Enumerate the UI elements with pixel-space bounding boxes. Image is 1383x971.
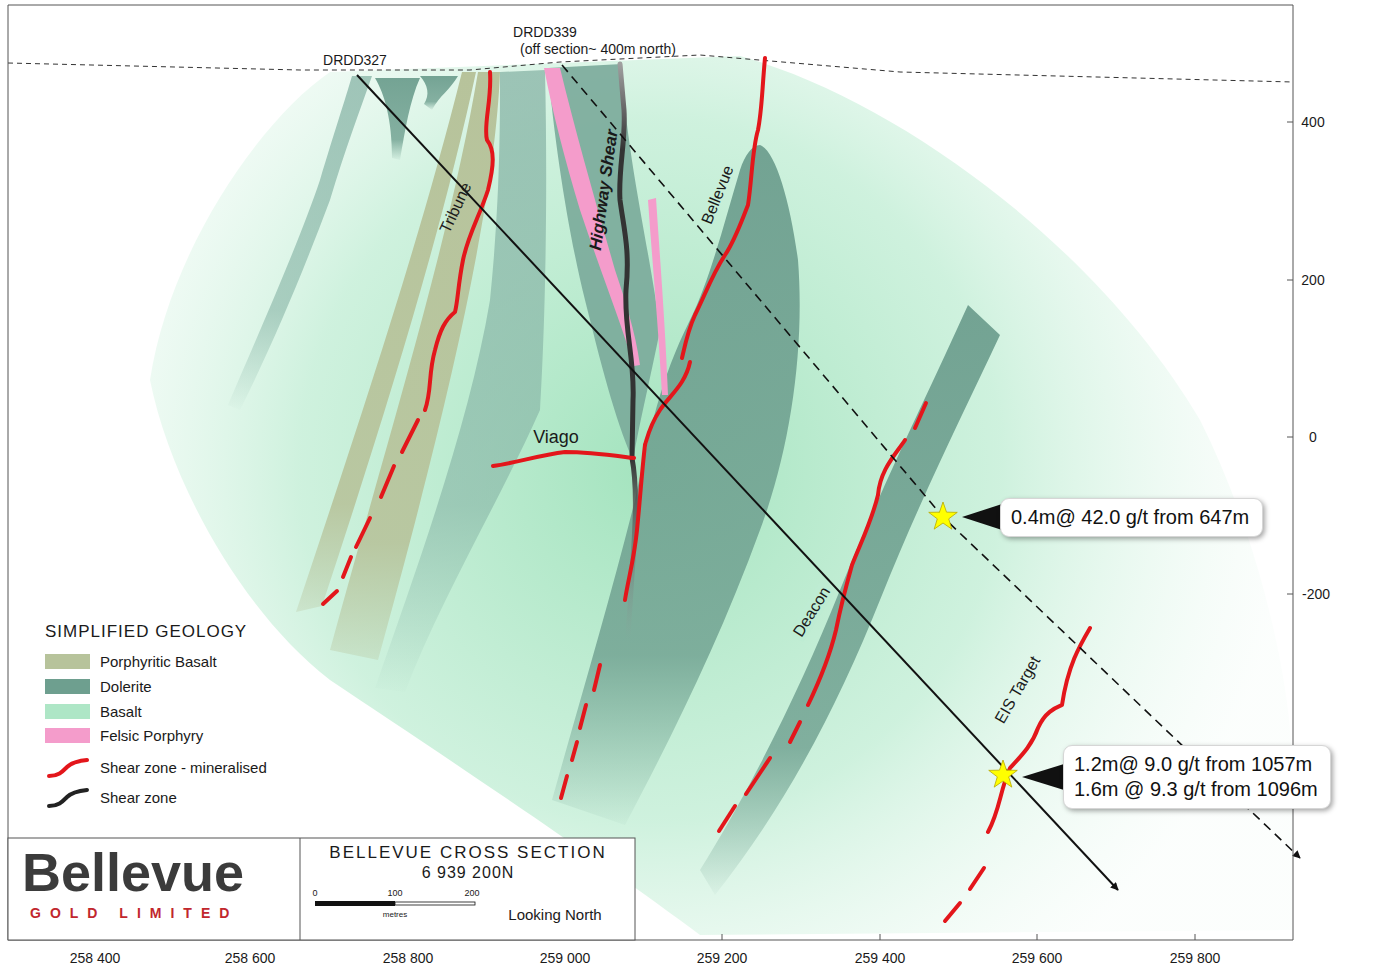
legend-label: Dolerite (100, 678, 152, 695)
shear-lens (915, 403, 926, 428)
company-logo: Bellevue (22, 841, 244, 903)
legend-label: Felsic Porphyry (100, 727, 203, 744)
shear-lens (572, 742, 577, 760)
legend-swatch (45, 654, 90, 669)
legend-line-sample (45, 757, 91, 779)
company-logo-subtitle: GOLD LIMITED (30, 905, 238, 921)
easting-tick-label: 259 800 (1170, 950, 1221, 966)
intercept-star (989, 760, 1018, 787)
drill-hole-note: (off section~ 400m north) (520, 41, 676, 57)
bellevue-shear (645, 362, 690, 445)
viago-shear (493, 452, 634, 466)
axis-ticks (95, 122, 1293, 940)
dolerite-band (228, 76, 372, 410)
easting-tick-label: 259 000 (540, 950, 591, 966)
callout-pointer (1022, 764, 1064, 790)
title-panel (8, 838, 635, 940)
shear-lens (356, 518, 370, 547)
assay-intercept: 1.2m@ 9.0 g/t from 1057m (1074, 752, 1320, 777)
elevation-tick-label: 0 (1309, 429, 1317, 445)
scale-unit: metres (383, 910, 407, 919)
drill-hole-name: DRDD327 (323, 52, 387, 68)
elevation-tick-label: 400 (1301, 114, 1324, 130)
assay-intercept: 0.4m@ 42.0 g/t from 647m (1011, 505, 1252, 530)
legend-swatch (45, 679, 90, 694)
shear-lens (790, 722, 800, 742)
legend-line-sample (45, 787, 91, 809)
scale-label: 0 (312, 888, 317, 898)
assay-intercept: 1.6m @ 9.3 g/t from 1096m (1074, 777, 1320, 802)
highway-mineralised-shear (625, 445, 645, 600)
topographic-surface (8, 55, 1293, 82)
porphyritic-basalt-band (296, 72, 476, 612)
section-northing: 6 939 200N (422, 864, 515, 882)
elevation-tick-label: -200 (1302, 586, 1330, 602)
shear-lens (402, 420, 418, 452)
shear-lens (945, 903, 960, 921)
shear-lens (594, 665, 600, 690)
legend-title: SIMPLIFIED GEOLOGY (45, 622, 247, 642)
shear-name: Viago (533, 427, 579, 448)
shear-lens (323, 591, 337, 604)
easting-tick-label: 258 400 (70, 950, 121, 966)
shear-sample-line (49, 790, 87, 806)
mineralised-shear-zones (323, 58, 1090, 921)
legend-label: Porphyritic Basalt (100, 653, 217, 670)
axis-tick (1287, 122, 1293, 594)
shear-lens (719, 806, 735, 831)
shear-sample-line (49, 760, 87, 776)
scale-label: 200 (464, 888, 479, 898)
drill-hole-trace (357, 75, 1118, 890)
scale-bar (395, 902, 475, 905)
shear-zone (620, 64, 634, 458)
legend-swatch (45, 728, 90, 743)
shear-lens (561, 776, 567, 798)
shear-lens (343, 557, 351, 577)
section-title: BELLEVUE CROSS SECTION (329, 843, 606, 863)
intercept-star (929, 502, 958, 529)
shear-lens (381, 466, 394, 497)
easting-tick-label: 259 600 (1012, 950, 1063, 966)
drill-hole-trace-off-section (562, 65, 1300, 858)
shear-lens (970, 868, 984, 889)
assay-callout-box: 0.4m@ 42.0 g/t from 647m (1000, 498, 1263, 537)
shear-lens (580, 705, 586, 728)
easting-tick-label: 258 600 (225, 950, 276, 966)
callout-pointer (962, 504, 1002, 530)
bellevue-shear (682, 58, 765, 358)
drill-hole-name: DRDD339 (513, 24, 577, 40)
dolerite-band (420, 76, 458, 110)
legend-swatch (45, 704, 90, 719)
tribune-shear (425, 72, 493, 410)
shear-lens (746, 758, 770, 794)
easting-tick-label: 259 400 (855, 950, 906, 966)
elevation-tick-label: 200 (1301, 272, 1324, 288)
legend-label: Shear zone - mineralised (100, 759, 267, 776)
panel-divider (300, 838, 301, 940)
legend-label: Shear zone (100, 789, 177, 806)
legend-label: Basalt (100, 703, 142, 720)
assay-callout-box: 1.2m@ 9.0 g/t from 1057m1.6m @ 9.3 g/t f… (1063, 745, 1331, 809)
easting-tick-label: 259 200 (697, 950, 748, 966)
scale-bar (315, 901, 395, 906)
view-direction: Looking North (508, 906, 601, 923)
dolerite-band (700, 305, 1000, 895)
felsic-porphyry (648, 198, 668, 395)
porphyritic-basalt-band (330, 72, 500, 660)
easting-tick-label: 258 800 (383, 950, 434, 966)
scale-label: 100 (387, 888, 402, 898)
